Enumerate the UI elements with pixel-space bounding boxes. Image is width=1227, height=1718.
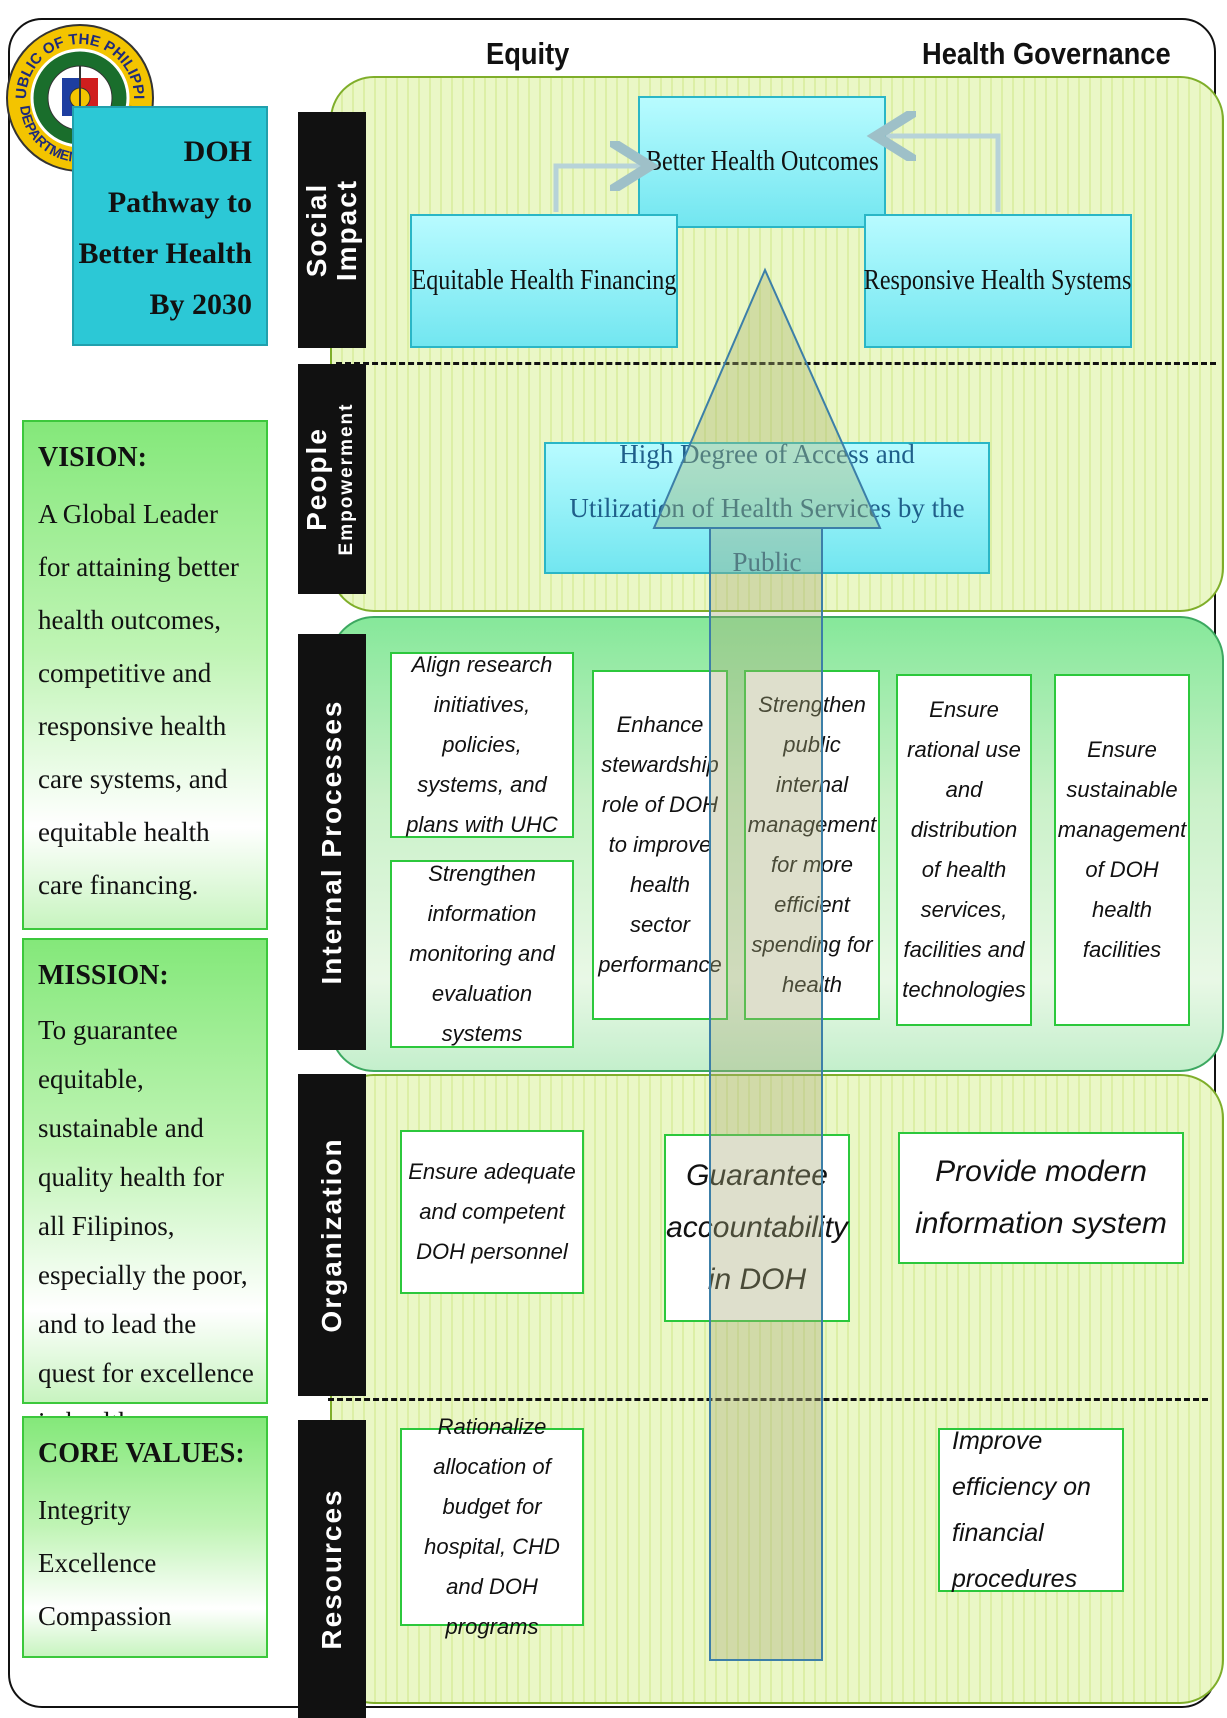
process-label: Strengthen public internal management fo… [748, 692, 876, 997]
process-box: Ensure sustainable management of DOH hea… [1054, 674, 1190, 1026]
access-utilization-box: High Degree of Access and Utilization of… [544, 439, 990, 577]
page-title: DOH Pathway to Better Health By 2030 [72, 106, 268, 346]
equitable-health-financing-label: Equitable Health Financing [411, 265, 677, 296]
organization-label: Provide modern information system [915, 1155, 1167, 1240]
process-label: Ensure sustainable management of DOH hea… [1057, 737, 1187, 962]
core-value-item: Integrity [38, 1495, 131, 1525]
band-organization: Organization [298, 1074, 366, 1396]
equity-header: Equity [486, 36, 570, 71]
process-box: Enhance stewardship role of DOH to impro… [592, 670, 728, 1020]
resources-box: Rationalize allocation of budget for hos… [400, 1414, 584, 1639]
core-values-box: CORE VALUES: Integrity Excellence Compas… [22, 1416, 268, 1658]
organization-label: Ensure adequate and competent DOH person… [408, 1159, 576, 1264]
divider-line [328, 1398, 1208, 1401]
organization-box: Provide modern information system [898, 1132, 1184, 1264]
core-value-item: Excellence [38, 1548, 157, 1578]
band-internal-processes: Internal Processes [298, 634, 366, 1050]
title-line: DOH [183, 135, 252, 168]
core-values-heading: CORE VALUES: [38, 1438, 245, 1469]
better-health-outcomes-label: Better Health Outcomes [645, 146, 879, 177]
access-utilization-label: High Degree of Access and Utilization of… [569, 439, 965, 577]
resources-label: Improve efficiency on financial procedur… [952, 1427, 1091, 1593]
mission-heading: MISSION: [38, 960, 169, 991]
responsive-health-systems-label: Responsive Health Systems [864, 265, 1132, 296]
connector-arrow [886, 136, 1001, 212]
process-box: Strengthen public internal management fo… [744, 670, 880, 1020]
process-box: Strengthen information monitoring and ev… [390, 860, 574, 1048]
title-line: By 2030 [149, 288, 252, 321]
process-label: Ensure rational use and distribution of … [902, 697, 1026, 1002]
connector-arrow [553, 166, 640, 212]
organization-box: Ensure adequate and competent DOH person… [400, 1130, 584, 1294]
process-label: Enhance stewardship role of DOH to impro… [598, 712, 722, 977]
core-value-item: Compassion [38, 1601, 172, 1631]
process-label: Strengthen information monitoring and ev… [409, 861, 555, 1046]
title-line: Pathway to [107, 186, 252, 219]
process-box: Align research initiatives, policies, sy… [390, 652, 574, 838]
pathway-arrow-shaft [709, 527, 823, 1661]
pathway-arrowhead-icon [652, 267, 882, 529]
responsive-health-systems-box: Responsive Health Systems [864, 214, 1132, 348]
equitable-health-financing-box: Equitable Health Financing [410, 214, 678, 348]
resources-label: Rationalize allocation of budget for hos… [424, 1414, 560, 1639]
title-line: Better Health [78, 237, 252, 270]
vision-text: A Global Leader for attaining better hea… [38, 499, 239, 900]
process-label: Align research initiatives, policies, sy… [406, 652, 558, 837]
process-box: Ensure rational use and distribution of … [896, 674, 1032, 1026]
health-governance-header: Health Governance [922, 36, 1171, 71]
vision-heading: VISION: [38, 442, 147, 473]
divider-line [336, 362, 1216, 365]
resources-box: Improve efficiency on financial procedur… [938, 1427, 1124, 1593]
better-health-outcomes-box: Better Health Outcomes [638, 96, 886, 228]
band-resources: Resources [298, 1420, 366, 1718]
vision-box: VISION: A Global Leader for attaining be… [22, 420, 268, 930]
